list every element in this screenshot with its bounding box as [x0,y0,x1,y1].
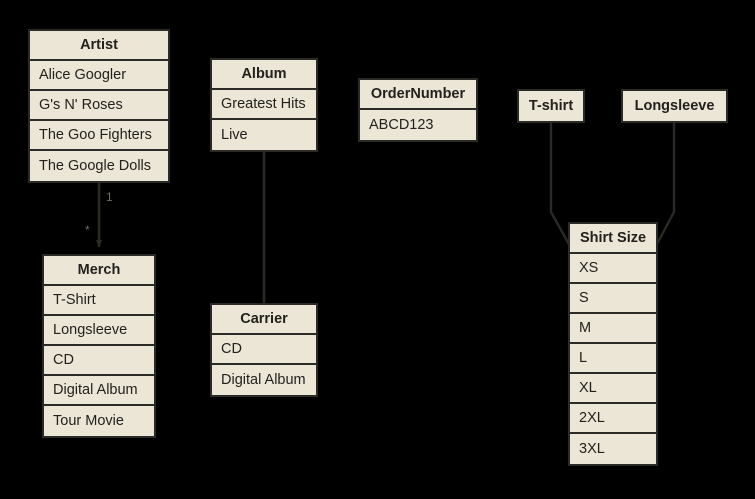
entity-row[interactable]: CD [44,346,154,376]
entity-row[interactable]: Digital Album [212,365,316,395]
entity-row[interactable]: 2XL [570,404,656,434]
entity-title: Shirt Size [570,224,656,254]
entity-row[interactable]: Live [212,120,316,150]
entity-row[interactable]: CD [212,335,316,365]
entity-row[interactable]: Greatest Hits [212,90,316,120]
entity-row[interactable]: M [570,314,656,344]
entity-carrier[interactable]: Carrier CD Digital Album [210,303,318,397]
entity-row[interactable]: Tour Movie [44,406,154,436]
entity-title: Merch [44,256,154,286]
connector-longsleeve-to-shirtsize [654,120,676,247]
entity-artist[interactable]: Artist Alice Googler G's N' Roses The Go… [28,29,170,183]
entity-title: Album [212,60,316,90]
entity-tshirt[interactable]: T-shirt [517,89,585,123]
entity-title: Carrier [212,305,316,335]
entity-album[interactable]: Album Greatest Hits Live [210,58,318,152]
entity-merch[interactable]: Merch T-Shirt Longsleeve CD Digital Albu… [42,254,156,438]
entity-row[interactable]: Digital Album [44,376,154,406]
entity-longsleeve[interactable]: Longsleeve [621,89,728,123]
entity-row[interactable]: XL [570,374,656,404]
entity-row[interactable]: Alice Googler [30,61,168,91]
entity-title: OrderNumber [360,80,476,110]
entity-shirtsize[interactable]: Shirt Size XS S M L XL 2XL 3XL [568,222,658,466]
entity-title: Longsleeve [623,91,726,121]
entity-row[interactable]: The Google Dolls [30,151,168,181]
entity-row[interactable]: G's N' Roses [30,91,168,121]
entity-row[interactable]: T-Shirt [44,286,154,316]
entity-row[interactable]: 3XL [570,434,656,464]
entity-row[interactable]: XS [570,254,656,284]
entity-row[interactable]: The Goo Fighters [30,121,168,151]
edge-label-artist-merch-target: * [85,223,90,237]
entity-row[interactable]: L [570,344,656,374]
entity-row[interactable]: ABCD123 [360,110,476,140]
entity-title: T-shirt [519,91,583,121]
entity-row[interactable]: S [570,284,656,314]
entity-row[interactable]: Longsleeve [44,316,154,346]
entity-ordernumber[interactable]: OrderNumber ABCD123 [358,78,478,142]
edge-label-artist-merch-source: 1 [106,190,113,204]
entity-title: Artist [30,31,168,61]
